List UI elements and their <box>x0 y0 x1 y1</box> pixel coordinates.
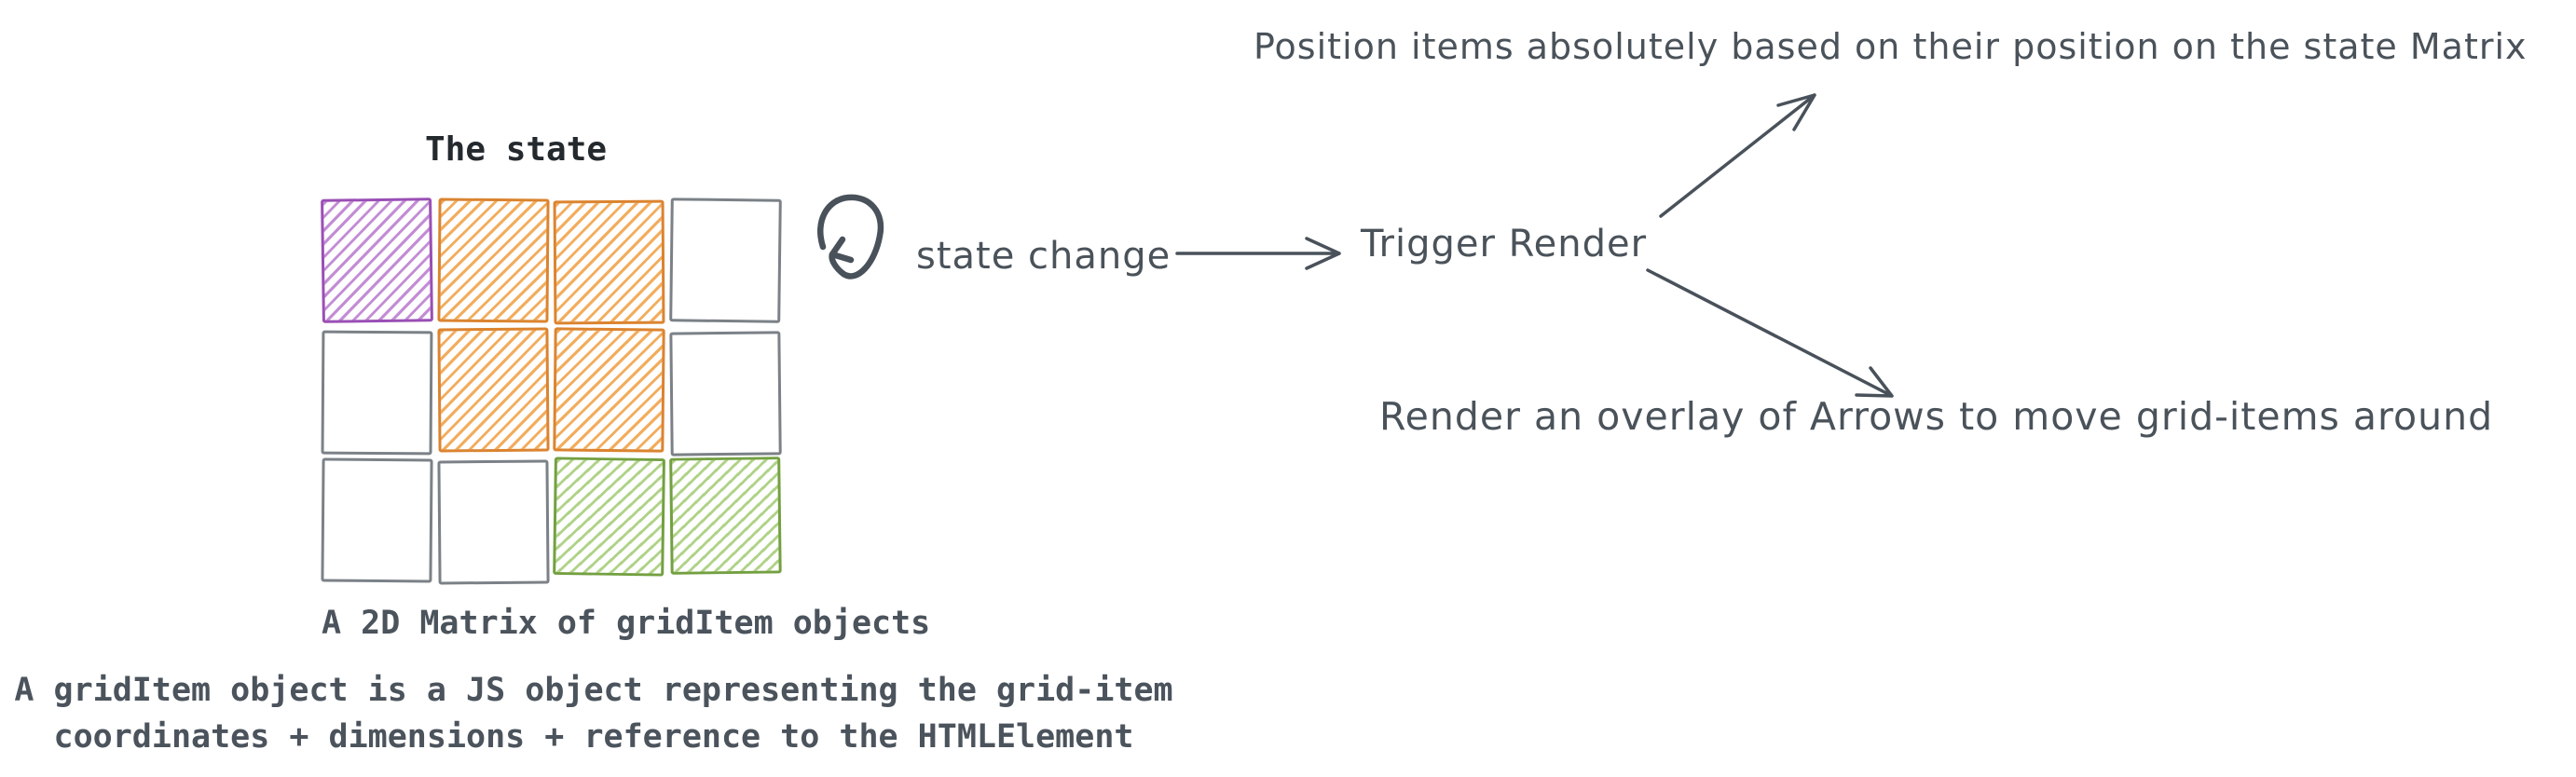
branch-bottom-label: Render an overlay of Arrows to move grid… <box>1379 394 2494 439</box>
trigger-to-overlay-arrow <box>1646 268 1894 398</box>
grid-caption: A 2D Matrix of gridItem objects <box>322 605 931 642</box>
grid-cell-white <box>668 331 781 457</box>
grid-cell-white <box>436 459 549 585</box>
grid-cell-orange <box>553 199 665 325</box>
state-title: The state <box>425 130 608 169</box>
trigger-to-position-arrow <box>1659 93 1816 218</box>
grid-cell-orange <box>436 198 549 323</box>
grid-cell-green <box>668 456 781 575</box>
state-grid <box>321 198 781 585</box>
state-change-label: state change <box>916 235 1172 278</box>
state-change-arrow <box>1175 237 1341 270</box>
grid-cell-orange <box>436 327 549 454</box>
grid-cell-purple <box>321 198 433 324</box>
griditem-footnote-line2: coordinates + dimensions + reference to … <box>53 718 1134 756</box>
grid-cell-white <box>321 330 432 457</box>
branch-top-label: Position items absolutely based on their… <box>1254 26 2528 67</box>
trigger-render-node: Trigger Render <box>1361 223 1648 266</box>
grid-cell-orange <box>553 327 665 454</box>
griditem-footnote-line1: A gridItem object is a JS object represe… <box>14 672 1173 709</box>
grid-cell-white <box>321 457 433 583</box>
cycle-loop-arrow-icon <box>817 194 884 279</box>
griditem-footnote: A gridItem object is a JS object represe… <box>8 667 1179 760</box>
grid-cell-white <box>668 198 781 324</box>
grid-cell-green <box>553 457 665 577</box>
